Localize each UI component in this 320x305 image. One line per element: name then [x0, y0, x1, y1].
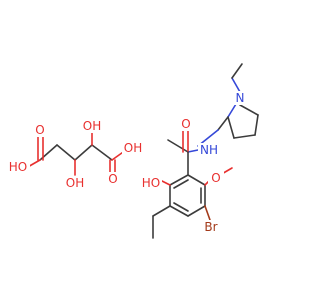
- bond-n: [187, 149, 199, 153]
- molecule-canvas: O HO OH OH O OH N NH O HO O Br: [8, 63, 259, 239]
- atom-ho: HO: [9, 160, 27, 174]
- bond: [217, 116, 229, 131]
- bond: [169, 174, 189, 186]
- bond: [239, 104, 259, 116]
- atom-ho: HO: [142, 176, 160, 190]
- bond: [227, 116, 235, 139]
- atom-labels: O HO OH OH O OH N NH O HO O Br: [8, 91, 247, 234]
- atom-n: N: [236, 91, 245, 105]
- bond: [74, 144, 93, 161]
- bond: [187, 174, 206, 186]
- bond: [56, 144, 76, 161]
- bond-br: [204, 205, 211, 221]
- atom-oh: OH: [66, 176, 84, 190]
- bond-n: [231, 77, 241, 93]
- atom-o: O: [35, 123, 44, 137]
- bond: [91, 144, 113, 161]
- structure-diagram: O HO OH OH O OH N NH O HO O Br: [8, 63, 259, 239]
- bond: [167, 139, 189, 153]
- benzamide-molecule: [152, 63, 259, 239]
- bond: [187, 205, 206, 217]
- atom-o: O: [211, 171, 220, 185]
- bond: [233, 134, 256, 139]
- bond: [254, 114, 259, 136]
- bond-aromatic: [173, 202, 189, 212]
- bond: [231, 63, 243, 79]
- atom-br: Br: [204, 220, 217, 234]
- atom-oh: OH: [124, 141, 142, 155]
- atom-oh: OH: [83, 119, 101, 133]
- atom-o: O: [108, 172, 117, 186]
- atom-o: O: [181, 117, 190, 131]
- tartaric-acid: [25, 129, 127, 179]
- atom-nh: NH: [200, 143, 218, 157]
- bond-aromatic: [173, 179, 189, 189]
- bond: [152, 205, 171, 217]
- bond-n: [227, 103, 237, 118]
- bond: [169, 205, 189, 217]
